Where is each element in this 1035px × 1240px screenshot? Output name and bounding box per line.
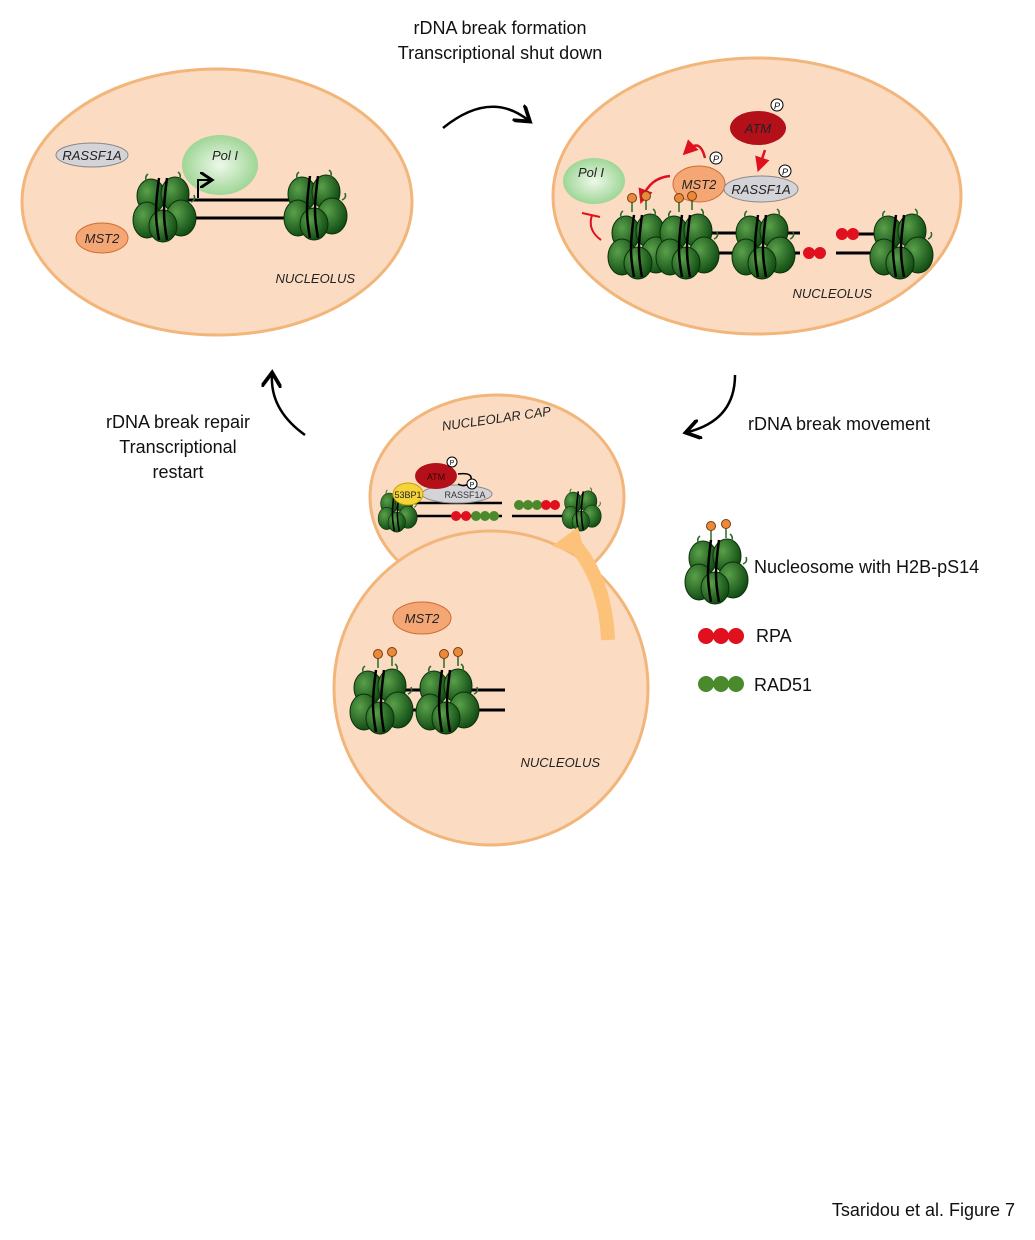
mst2-label: MST2 <box>682 177 717 192</box>
atm-label: ATM <box>427 472 445 482</box>
rpa-dot <box>803 247 815 259</box>
rpa-dot <box>836 228 848 240</box>
step-label-formation: rDNA break formation <box>413 18 586 38</box>
atm-protein <box>730 111 786 145</box>
nucleolus-label: NUCLEOLUS <box>276 271 356 286</box>
rpa-dot <box>541 500 551 510</box>
rad51-dot <box>514 500 524 510</box>
figure-caption: Tsaridou et al. Figure 7 <box>832 1200 1015 1220</box>
rassf1a-protein <box>55 142 129 168</box>
rad51-dot <box>489 511 499 521</box>
legend-label-rad51: RAD51 <box>754 675 812 695</box>
rad51-dot <box>471 511 481 521</box>
legend-label-rpa: RPA <box>756 626 792 646</box>
phospho-p-label: P <box>450 460 455 467</box>
rad51-dot <box>523 500 533 510</box>
mst2-label: MST2 <box>405 611 440 626</box>
rassf1a-label: RASSF1A <box>731 182 790 197</box>
rassf1a-label: RASSF1A <box>444 490 485 500</box>
rpa-dot <box>550 500 560 510</box>
rpa-icon-dot <box>728 628 744 644</box>
rpa-dot <box>451 511 461 521</box>
mst2-protein <box>392 601 452 635</box>
step-label-repair: rDNA break repair <box>106 412 250 432</box>
arrow-formation <box>442 107 528 129</box>
phospho-p-label: P <box>774 101 780 111</box>
legend: Nucleosome with H2B-pS14 RPA RAD51 <box>683 518 979 695</box>
rassf1a-protein <box>723 175 799 203</box>
transcription-start-arrow <box>197 180 210 198</box>
phospho-mark <box>720 518 732 539</box>
atm-label: ATM <box>744 121 772 136</box>
movement-arrowhead <box>552 527 586 558</box>
atm-to-rassf1a-arrow <box>755 149 770 173</box>
step-label-shutdown: Transcriptional shut down <box>398 43 602 63</box>
phospho-mark <box>705 520 717 541</box>
rad51-icon-dot <box>728 676 744 692</box>
phospho-p-label: P <box>782 167 788 177</box>
nucleolus-label: NUCLEOLUS <box>521 755 601 770</box>
phospho-p-label: P <box>713 154 719 164</box>
panel-bottom-nucleolus: MST2 NUCLEOLUS <box>332 527 650 847</box>
rad51-dot <box>532 500 542 510</box>
rpa-dot <box>847 228 859 240</box>
nucleosome-icon <box>683 532 750 606</box>
arrow-movement <box>688 374 737 432</box>
mst2-label: MST2 <box>85 231 120 246</box>
rpa-icon-dot <box>713 628 729 644</box>
mst2-protein <box>75 222 129 254</box>
step-label-restart: restart <box>152 462 203 482</box>
53bp1-label: 53BP1 <box>394 490 421 500</box>
panel-normal-nucleolus: RASSF1A MST2 Pol I NUCLEOLUS <box>20 67 414 337</box>
rpa-dot <box>461 511 471 521</box>
step-label-movement: rDNA break movement <box>748 414 930 434</box>
inhibition-symbol <box>581 212 602 241</box>
rad51-icon-dot <box>713 676 729 692</box>
arrow-repair <box>272 375 306 437</box>
rpa-dot <box>814 247 826 259</box>
pol1-protein <box>182 135 258 195</box>
pol1-label: Pol I <box>578 165 604 180</box>
rad51-icon-dot <box>698 676 714 692</box>
pol1-protein <box>563 158 625 204</box>
rassf1a-label: RASSF1A <box>62 148 121 163</box>
rpa-icon-dot <box>698 628 714 644</box>
legend-label-nucleosome: Nucleosome with H2B-pS14 <box>754 557 979 577</box>
53bp1-protein <box>392 482 424 506</box>
pol1-label: Pol I <box>212 148 238 163</box>
atm-protein <box>415 463 457 489</box>
autophosphorylation-arrow <box>682 139 707 159</box>
rad51-dot <box>480 511 490 521</box>
mst2-protein <box>672 165 726 203</box>
phospho-p-label: P <box>470 482 475 489</box>
step-label-transcriptional: Transcriptional <box>119 437 236 457</box>
panel-break-nucleolus: ATM P MST2 P RASSF1A P Pol I NUCLEOLUS <box>551 56 963 336</box>
nucleolus-label: NUCLEOLUS <box>793 286 873 301</box>
